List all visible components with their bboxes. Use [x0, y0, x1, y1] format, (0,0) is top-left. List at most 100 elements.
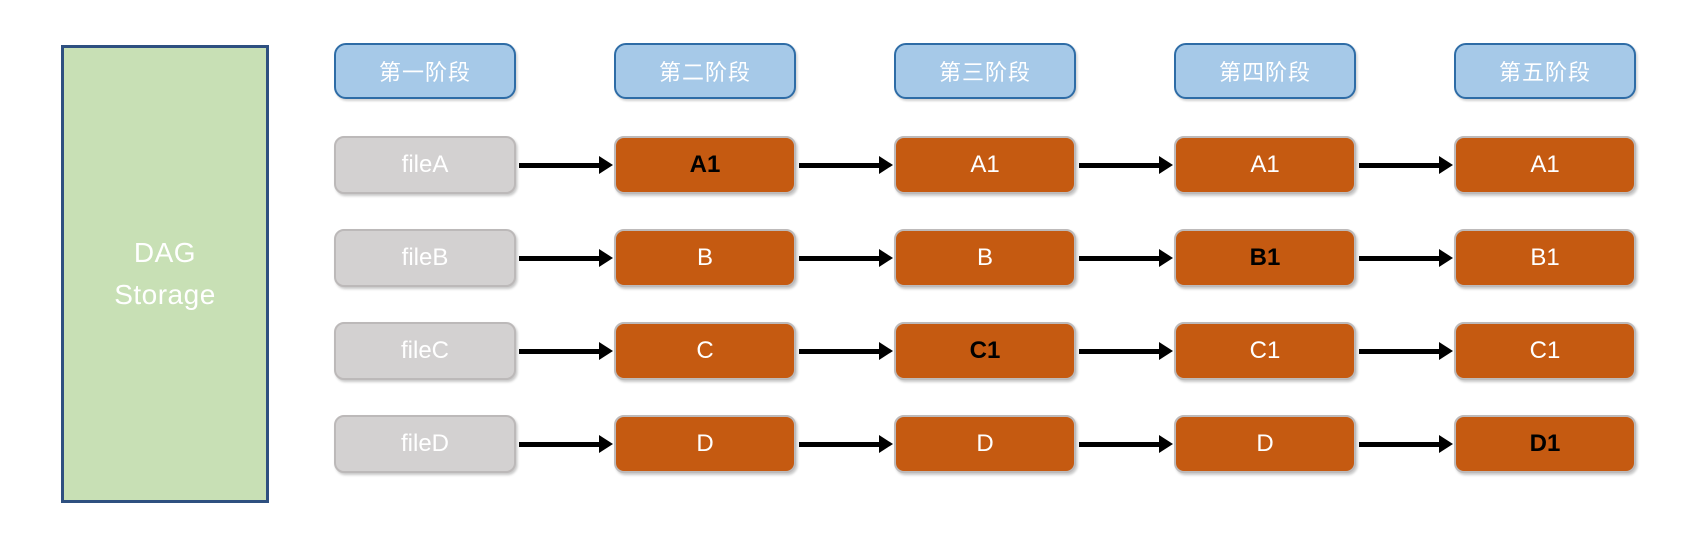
arrow-a1-stage4-to-stage5 — [1359, 156, 1453, 174]
arrowhead-icon — [599, 342, 613, 360]
arrowhead-icon — [1439, 435, 1453, 453]
arrowhead-icon — [1439, 249, 1453, 267]
task-node-c-stage2: C — [614, 322, 796, 380]
dag-storage-line1: DAG — [133, 237, 197, 268]
arrow-b1-stage4-to-stage5 — [1359, 249, 1453, 267]
arrow-c1-stage3-to-stage4 — [1079, 342, 1173, 360]
arrowhead-icon — [879, 156, 893, 174]
arrow-fileA-to-stage2 — [519, 156, 613, 174]
task-node-a1-stage3: A1 — [894, 136, 1076, 194]
arrowhead-icon — [1159, 249, 1173, 267]
arrowhead-icon — [879, 435, 893, 453]
stage-header-5-label: 第五阶段 — [1498, 60, 1591, 85]
arrow-line — [1079, 163, 1162, 168]
dag-storage-box: DAG Storage — [61, 45, 269, 503]
file-node-fileA-label: fileA — [401, 151, 449, 178]
stage-header-2: 第二阶段 — [614, 43, 796, 99]
arrow-line — [519, 256, 602, 261]
file-node-fileA: fileA — [334, 136, 516, 194]
task-node-d-stage4-label: D — [1256, 430, 1274, 457]
file-node-fileD: fileD — [334, 415, 516, 473]
task-node-d1-stage5-label: D1 — [1529, 430, 1561, 457]
arrowhead-icon — [1159, 156, 1173, 174]
task-node-c1-stage3: C1 — [894, 322, 1076, 380]
task-node-c-stage2-label: C — [696, 337, 714, 364]
task-node-a1-stage2: A1 — [614, 136, 796, 194]
stage-header-5: 第五阶段 — [1454, 43, 1636, 99]
arrow-line — [1079, 349, 1162, 354]
arrow-line — [799, 163, 882, 168]
task-node-a1-stage3-label: A1 — [970, 151, 1000, 178]
task-node-d-stage4: D — [1174, 415, 1356, 473]
file-node-fileC-label: fileC — [400, 337, 449, 364]
task-node-a1-stage5: A1 — [1454, 136, 1636, 194]
task-node-d-stage3-label: D — [976, 430, 994, 457]
task-node-c1-stage4-label: C1 — [1249, 337, 1281, 364]
arrow-fileC-to-stage2 — [519, 342, 613, 360]
arrow-line — [1359, 349, 1442, 354]
stage-header-3-label: 第三阶段 — [938, 60, 1031, 85]
dag-storage-label: DAG Storage — [114, 232, 216, 316]
task-node-b-stage3: B — [894, 229, 1076, 287]
arrow-c-stage2-to-stage3 — [799, 342, 893, 360]
file-node-fileB: fileB — [334, 229, 516, 287]
arrow-line — [1359, 256, 1442, 261]
arrow-line — [799, 442, 882, 447]
task-node-c1-stage3-label: C1 — [969, 337, 1001, 364]
task-node-a1-stage4-label: A1 — [1250, 151, 1280, 178]
stage-header-1-label: 第一阶段 — [378, 60, 471, 85]
task-node-b-stage2-label: B — [696, 244, 713, 271]
arrowhead-icon — [879, 342, 893, 360]
arrow-line — [1359, 163, 1442, 168]
arrowhead-icon — [1159, 342, 1173, 360]
arrow-line — [799, 349, 882, 354]
arrow-line — [1079, 442, 1162, 447]
arrowhead-icon — [599, 156, 613, 174]
task-node-d-stage3: D — [894, 415, 1076, 473]
arrow-d-stage3-to-stage4 — [1079, 435, 1173, 453]
arrowhead-icon — [1159, 435, 1173, 453]
arrow-a1-stage2-to-stage3 — [799, 156, 893, 174]
arrow-d-stage2-to-stage3 — [799, 435, 893, 453]
arrowhead-icon — [879, 249, 893, 267]
task-node-c1-stage5-label: C1 — [1529, 337, 1561, 364]
task-node-b1-stage5: B1 — [1454, 229, 1636, 287]
task-node-a1-stage4: A1 — [1174, 136, 1356, 194]
arrow-line — [519, 442, 602, 447]
arrow-line — [1079, 256, 1162, 261]
stage-header-4-label: 第四阶段 — [1218, 60, 1311, 85]
task-node-a1-stage5-label: A1 — [1530, 151, 1560, 178]
stage-header-1: 第一阶段 — [334, 43, 516, 99]
arrow-c1-stage4-to-stage5 — [1359, 342, 1453, 360]
arrow-line — [519, 163, 602, 168]
arrowhead-icon — [1439, 342, 1453, 360]
arrow-line — [1359, 442, 1442, 447]
task-node-a1-stage2-label: A1 — [689, 151, 721, 178]
arrow-line — [799, 256, 882, 261]
task-node-d1-stage5: D1 — [1454, 415, 1636, 473]
arrow-b-stage2-to-stage3 — [799, 249, 893, 267]
arrow-fileB-to-stage2 — [519, 249, 613, 267]
file-node-fileD-label: fileD — [400, 430, 449, 457]
stage-header-4: 第四阶段 — [1174, 43, 1356, 99]
arrow-d-stage4-to-d1-stage5 — [1359, 435, 1453, 453]
dag-storage-line2: Storage — [114, 279, 216, 310]
file-node-fileB-label: fileB — [401, 244, 449, 271]
task-node-b1-stage5-label: B1 — [1530, 244, 1560, 271]
arrowhead-icon — [599, 435, 613, 453]
stage-header-2-label: 第二阶段 — [658, 60, 751, 85]
task-node-d-stage2: D — [614, 415, 796, 473]
stage-header-3: 第三阶段 — [894, 43, 1076, 99]
arrow-a1-stage3-to-stage4 — [1079, 156, 1173, 174]
file-node-fileC: fileC — [334, 322, 516, 380]
task-node-b-stage2: B — [614, 229, 796, 287]
arrowhead-icon — [1439, 156, 1453, 174]
task-node-d-stage2-label: D — [696, 430, 714, 457]
arrow-b-stage3-to-stage4 — [1079, 249, 1173, 267]
arrowhead-icon — [599, 249, 613, 267]
arrow-fileD-to-stage2 — [519, 435, 613, 453]
arrow-line — [519, 349, 602, 354]
task-node-c1-stage4: C1 — [1174, 322, 1356, 380]
task-node-b1-stage4: B1 — [1174, 229, 1356, 287]
